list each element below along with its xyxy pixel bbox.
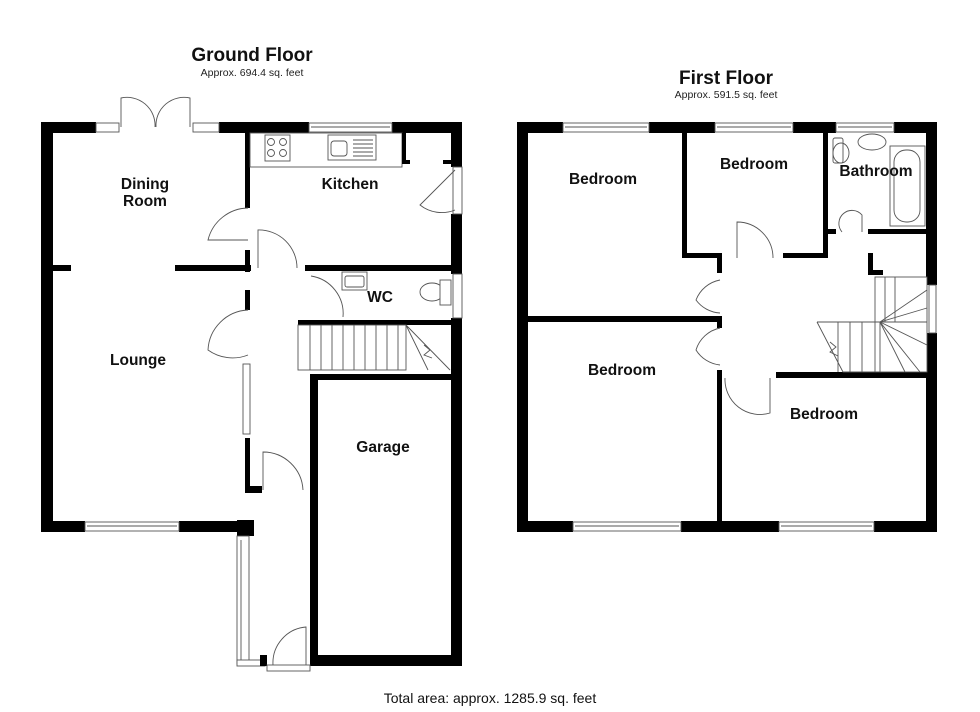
- room-label-wc: WC: [367, 289, 393, 306]
- room-label-bedroom-4: Bedroom: [789, 406, 859, 423]
- room-label-bedroom-1: Bedroom: [568, 171, 638, 188]
- ground-floor-title: Ground Floor: [191, 45, 313, 66]
- room-label-garage: Garage: [356, 439, 410, 456]
- room-label-dining-room: Dining Room: [120, 176, 170, 210]
- room-label-bedroom-3: Bedroom: [587, 362, 657, 379]
- room-label-lounge: Lounge: [110, 352, 166, 369]
- total-area: Total area: approx. 1285.9 sq. feet: [383, 690, 597, 706]
- first-floor-title: First Floor: [679, 68, 773, 89]
- room-label-kitchen: Kitchen: [321, 176, 379, 193]
- first-floor-area: Approx. 591.5 sq. feet: [674, 89, 778, 101]
- room-label-bedroom-2: Bedroom: [719, 156, 789, 173]
- ground-floor-area: Approx. 694.4 sq. feet: [200, 67, 304, 79]
- room-label-bathroom: Bathroom: [839, 163, 913, 180]
- ground-floor-plan: [41, 96, 463, 672]
- first-floor-plan: [517, 122, 937, 532]
